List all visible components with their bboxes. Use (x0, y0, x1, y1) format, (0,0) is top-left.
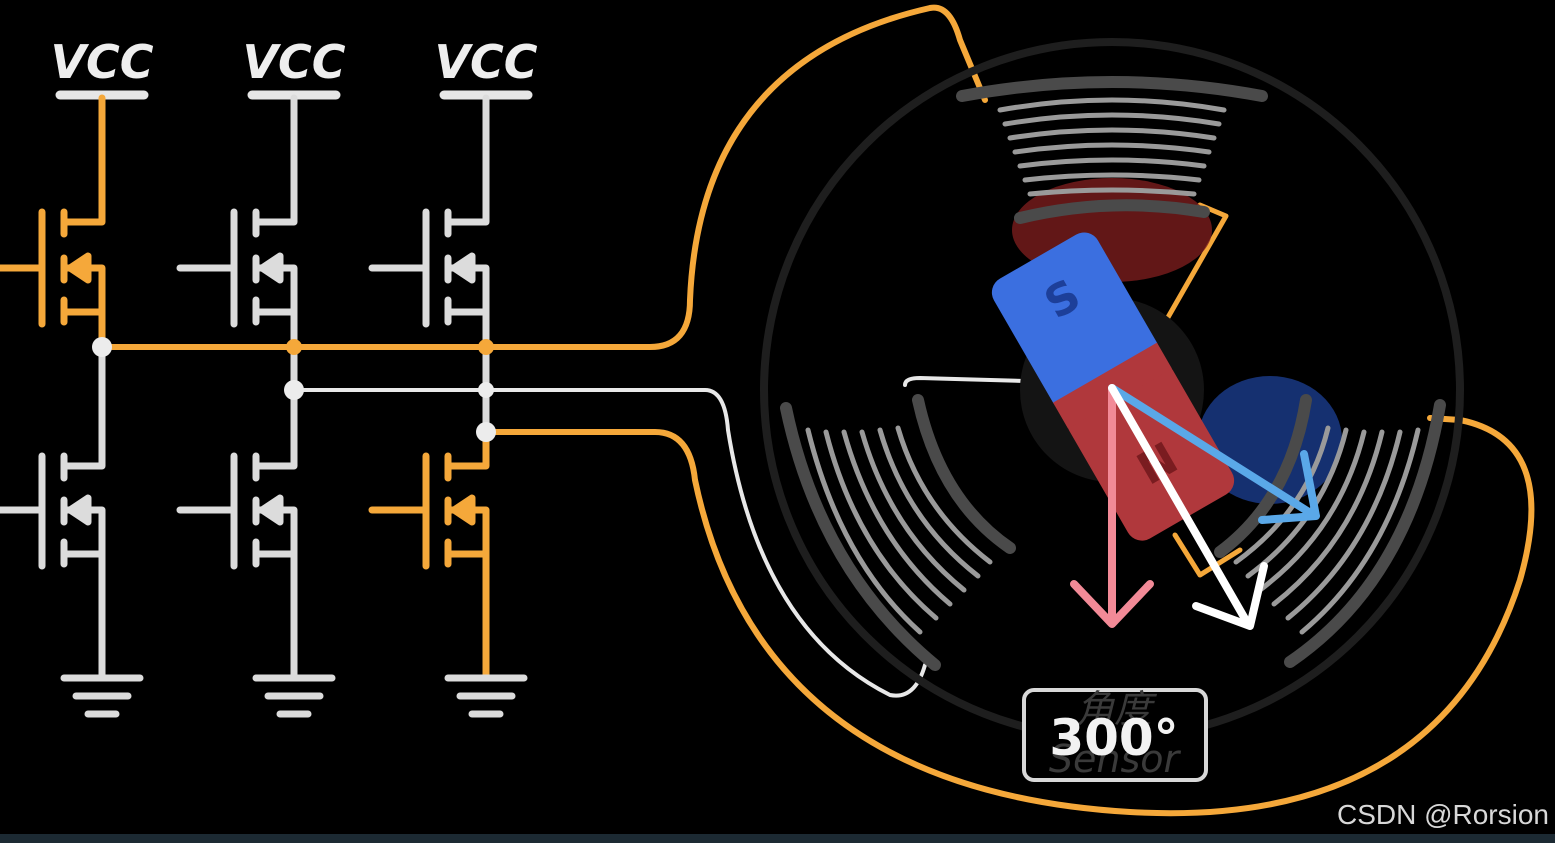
junction-dots (92, 337, 496, 442)
bottom-bar (0, 834, 1555, 843)
resultant-arrow (1108, 384, 1268, 630)
rotor-field-arrow (1070, 384, 1154, 628)
half-bridge-1 (0, 94, 144, 718)
phase-a-wire (99, 4, 988, 350)
coil-left (780, 394, 1016, 671)
half-bridge-2 (176, 94, 336, 718)
star-wire-left (903, 376, 1062, 387)
low-side-mosfet-3 (368, 428, 528, 718)
phase-c-wire (483, 415, 1535, 817)
sensor-ghost-cn: 角度 (1076, 687, 1158, 731)
high-side-mosfet-3 (368, 94, 490, 436)
vcc-label-1: VCC (50, 35, 153, 89)
coil-top (956, 76, 1268, 282)
vcc-labels: VCC VCC VCC (50, 35, 537, 89)
stator-field-arrow (1108, 384, 1320, 524)
low-side-mosfet-1 (0, 342, 144, 718)
half-bridge-3 (368, 94, 528, 718)
vcc-label-2: VCC (242, 35, 345, 89)
watermark: CSDN @Rorsion (1336, 799, 1549, 830)
sensor-ghost-text: Sensor (1049, 737, 1182, 781)
angle-readout: 300° (1049, 709, 1178, 767)
high-side-mosfet-1 (0, 94, 106, 350)
field-arrows (1070, 384, 1320, 630)
phase-wires (99, 4, 1535, 817)
phase-b-wire (292, 388, 927, 698)
motor: S N 角度 Sensor 300° (760, 38, 1464, 782)
vcc-label-3: VCC (434, 35, 537, 89)
angle-sensor: 角度 Sensor 300° (1022, 687, 1208, 782)
low-side-mosfet-2 (176, 386, 336, 718)
star-wire-right (1172, 532, 1243, 578)
